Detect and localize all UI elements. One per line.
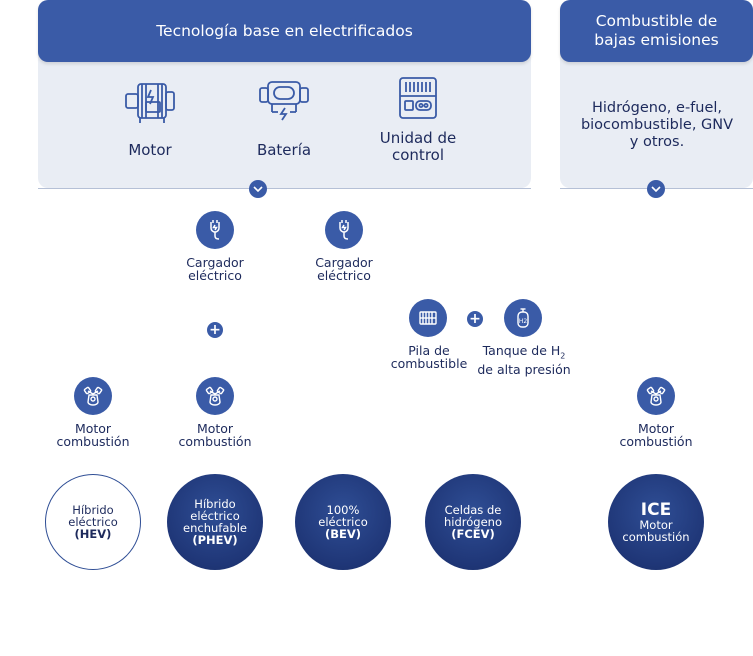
hydrogen-tank-icon: H2	[504, 299, 542, 337]
battery-icon	[259, 81, 309, 121]
vehicle-hev-line2: eléctrico	[68, 515, 118, 529]
vehicle-phev-code: (PHEV)	[192, 533, 238, 547]
control-unit-label: Unidad de control	[379, 129, 457, 164]
tank-label-prefix: Tanque de H	[482, 343, 561, 358]
battery-label: Batería	[256, 141, 312, 159]
h2-symbol: H2	[519, 318, 528, 325]
low-emission-panel-title: Combustible de bajas emisiones	[560, 0, 753, 62]
hydrogen-tank-label: Tanque de H2 de alta presión	[476, 344, 572, 376]
vehicle-fcev[interactable]: Celdas de hidrógeno (FCEV)	[425, 474, 521, 570]
vehicle-bev-line2: eléctrico	[318, 515, 368, 529]
control-unit-item: Unidad de control	[368, 74, 468, 174]
fuel-cell-icon	[409, 299, 447, 337]
combustion-label-3: Motor combustión	[619, 421, 693, 449]
tank-label-line2: de alta presión	[477, 361, 571, 377]
charger-icon	[196, 211, 234, 249]
vehicle-bev-code: (BEV)	[324, 527, 362, 541]
low-emission-panel: Combustible de bajas emisiones Hidrógeno…	[560, 0, 753, 188]
electrified-chevron-down-icon[interactable]	[249, 180, 267, 198]
tank-label-sub: 2	[560, 351, 566, 361]
battery-item: Batería	[244, 78, 324, 168]
charger-icon	[325, 211, 363, 249]
vehicle-hev[interactable]: Híbrido eléctrico (HEV)	[45, 474, 141, 570]
vehicle-fcev-line2: hidrógeno	[444, 515, 502, 529]
vehicle-fcev-line1: Celdas de	[444, 503, 502, 517]
vehicle-hev-code: (HEV)	[74, 527, 112, 541]
plus-icon: +	[467, 311, 483, 327]
combustion-engine-icon	[196, 377, 234, 415]
vehicle-phev[interactable]: Híbrido eléctrico enchufable (PHEV)	[167, 474, 263, 570]
vehicle-hev-line1: Híbrido	[72, 503, 114, 517]
motor-label: Motor	[128, 141, 172, 159]
combustion-label-2: Motor combustión	[178, 421, 252, 449]
vehicle-ice[interactable]: ICE Motor combustión	[608, 474, 704, 570]
plus-icon: +	[207, 322, 223, 338]
vehicle-phev-line2: eléctrico	[190, 509, 240, 523]
low-emission-chevron-down-icon[interactable]	[647, 180, 665, 198]
fuel-cell-label: Pila de combustible	[390, 343, 468, 371]
vehicle-fcev-code: (FCEV)	[451, 527, 495, 541]
vehicle-phev-line3: enchufable	[183, 521, 247, 535]
vehicle-bev[interactable]: 100% eléctrico (BEV)	[295, 474, 391, 570]
vehicle-bev-line1: 100%	[326, 503, 360, 517]
vehicle-phev-line1: Híbrido	[194, 497, 236, 511]
charger-label-1: Cargador eléctrico	[186, 255, 244, 283]
combustion-engine-icon	[637, 377, 675, 415]
combustion-engine-icon	[74, 377, 112, 415]
electrified-panel-divider	[38, 188, 531, 189]
electrified-panel-title: Tecnología base en electrificados	[38, 0, 531, 62]
vehicle-ice-line2: Motor	[639, 518, 673, 532]
vehicle-ice-line1: ICE	[640, 500, 672, 520]
combustion-label-1: Motor combustión	[56, 421, 130, 449]
electrified-panel: Tecnología base en electrificados Motor	[38, 0, 531, 188]
charger-label-2: Cargador eléctrico	[315, 255, 373, 283]
control-unit-icon	[399, 77, 437, 119]
motor-item: Motor	[110, 78, 190, 168]
low-emission-body: Hidrógeno, e-fuel, biocombustible, GNV y…	[580, 100, 734, 150]
vehicle-ice-line3: combustión	[622, 530, 690, 544]
motor-icon	[125, 83, 175, 123]
